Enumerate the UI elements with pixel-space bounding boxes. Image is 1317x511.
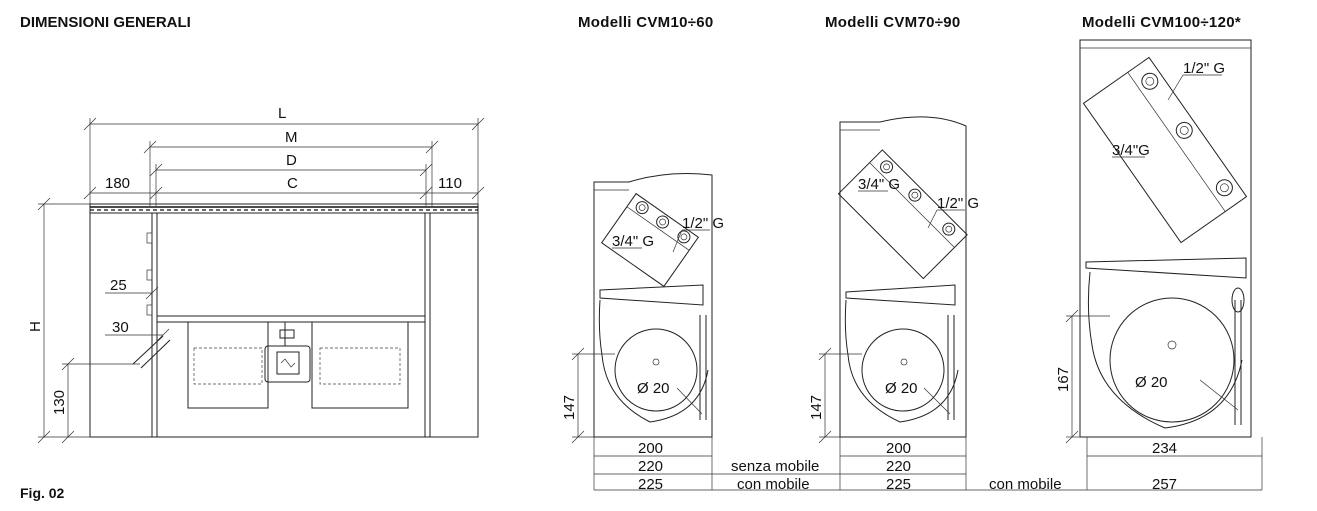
model-2-pipe-small: 1/2" G [937,195,979,212]
model-1-pipe-large: 3/4" G [612,233,654,250]
label-con-mobile-1: con mobile [737,476,810,493]
model-2-title: Modelli CVM70÷90 [825,14,961,31]
model-3-view: Ø 20 3/4"G 1/2" G 167 234 257 [1055,39,1263,493]
model-1-width-225: 225 [638,476,663,493]
model-1-width-200: 200 [638,440,663,457]
dim-L: L [278,105,286,122]
dim-180: 180 [105,175,130,192]
model-2-view: Ø 20 3/4" G 1/2" G 147 200 220 225 [808,116,979,493]
model-1-title: Modelli CVM10÷60 [578,14,714,31]
model-1-pipe-small: 1/2" G [682,215,724,232]
model-1-height: 147 [561,395,578,420]
model-3-title: Modelli CVM100÷120* [1082,14,1241,31]
model-2-width-225: 225 [886,476,911,493]
dim-C: C [287,175,298,192]
dim-H: H [27,321,44,332]
dim-D: D [286,152,297,169]
figure-label: Fig. 02 [20,485,65,501]
dim-130: 130 [51,390,68,415]
model-3-height: 167 [1055,367,1072,392]
model-3-width-234: 234 [1152,440,1177,457]
model-3-pipe-large: 3/4"G [1112,142,1150,159]
model-2-diameter: Ø 20 [885,380,918,397]
label-con-mobile-2: con mobile [989,476,1062,493]
front-view: L M D C 180 110 [27,105,485,444]
dim-M: M [285,129,298,146]
model-2-height: 147 [808,395,825,420]
model-1-width-220: 220 [638,458,663,475]
model-2-width-220: 220 [886,458,911,475]
model-2-pipe-large: 3/4" G [858,176,900,193]
model-3-diameter: Ø 20 [1135,374,1168,391]
dim-30: 30 [112,319,129,336]
label-senza-mobile: senza mobile [731,458,819,475]
dim-25: 25 [110,277,127,294]
section-title: DIMENSIONI GENERALI [20,14,191,31]
dim-110: 110 [438,175,462,192]
model-1-diameter: Ø 20 [637,380,670,397]
model-3-pipe-small: 1/2" G [1183,60,1225,77]
model-1-view: Ø 20 3/4" G 1/2" G 147 200 220 225 [561,173,724,493]
model-2-width-200: 200 [886,440,911,457]
model-3-width-257: 257 [1152,476,1177,493]
